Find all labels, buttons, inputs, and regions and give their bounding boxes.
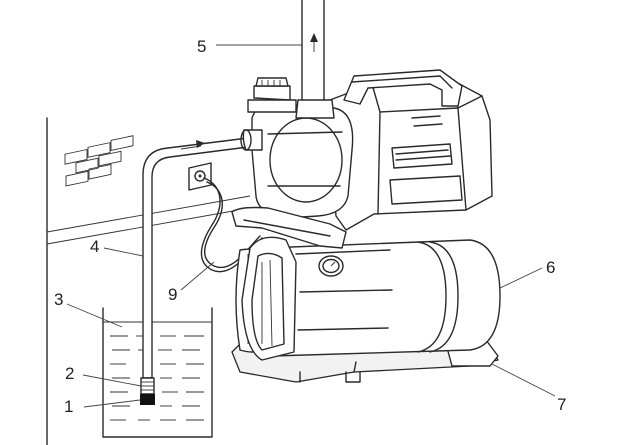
carry-handle: [343, 69, 463, 107]
water-surface-lines: [103, 321, 212, 421]
wall-bricks: [64, 135, 134, 187]
callout-3: 3: [54, 290, 63, 309]
foot-valve: [140, 394, 155, 405]
water-tank: [102, 307, 213, 438]
motor-fins: [389, 115, 463, 205]
pressure-gauge: [318, 255, 344, 277]
outlet-pipe: [301, 0, 325, 102]
power-socket: [188, 162, 212, 191]
callout-4: 4: [90, 237, 99, 256]
callout-9: 9: [168, 285, 177, 304]
callout-2: 2: [65, 364, 74, 383]
callout-6: 6: [546, 258, 555, 277]
suction-filter: [140, 377, 155, 395]
pump-unit: [231, 69, 501, 383]
leader-lines: [66, 44, 556, 408]
callout-7: 7: [557, 395, 566, 414]
callout-5: 5: [197, 37, 206, 56]
callout-1: 1: [64, 397, 73, 416]
